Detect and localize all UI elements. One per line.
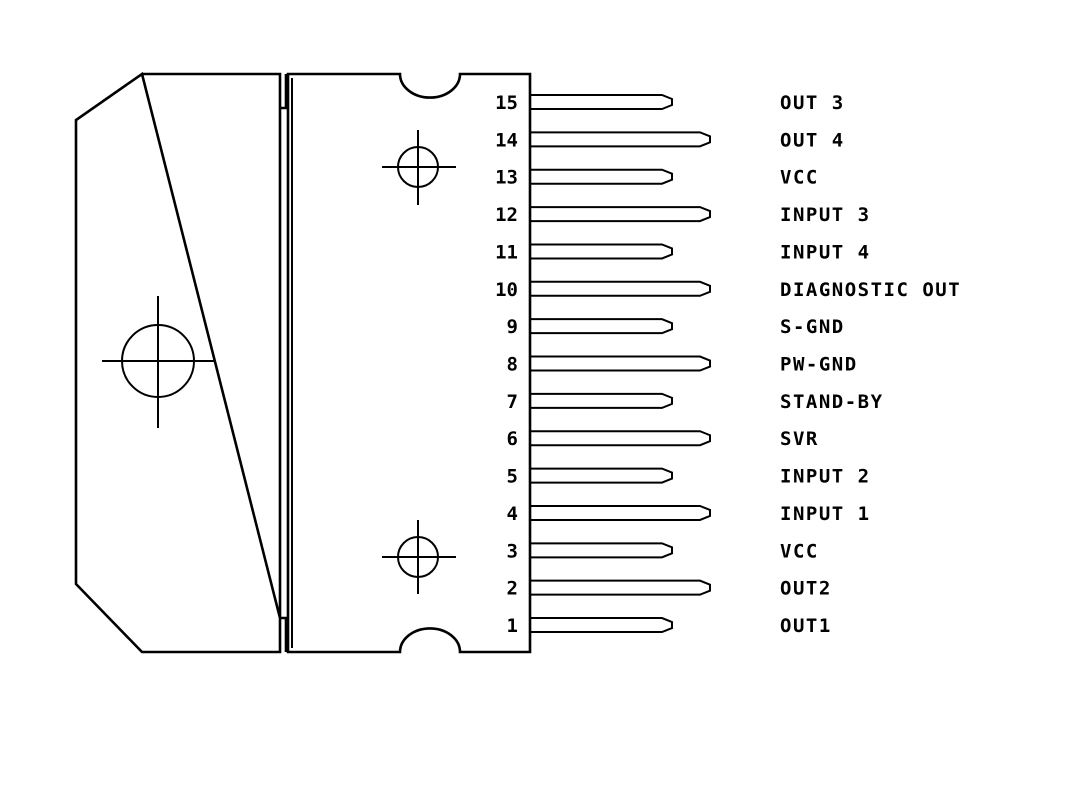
pin-3: 3 VCC (507, 540, 819, 562)
pin-10: 10 DIAGNOSTIC OUT (495, 279, 961, 301)
pin-number: 4 (507, 503, 518, 525)
mounting-hole-heatsink-icon (102, 296, 214, 428)
pin-number: 9 (507, 316, 518, 338)
pin-number: 5 (507, 466, 518, 488)
pin-1: 1 OUT1 (507, 615, 832, 637)
pin-label: OUT2 (780, 578, 832, 600)
pin-label: PW-GND (780, 354, 858, 376)
pin-9: 9 S-GND (507, 316, 845, 338)
pin-7: 7 STAND-BY (507, 391, 884, 413)
pin-5: 5 INPUT 2 (507, 466, 871, 488)
pin-12: 12 INPUT 3 (495, 204, 871, 226)
pin-lead (530, 280, 711, 297)
pin-lead (530, 243, 673, 260)
pin-lead (530, 355, 711, 372)
pin-lead (530, 131, 711, 148)
pin-lead (530, 318, 673, 335)
pin-14: 14 OUT 4 (495, 129, 845, 151)
pin-number: 1 (507, 615, 518, 637)
pin-lead (530, 94, 673, 110)
pin-label: OUT 4 (780, 129, 845, 151)
pin-lead (530, 168, 673, 185)
pin-lead (530, 579, 711, 596)
pin-lead (530, 504, 711, 521)
pin-number: 10 (495, 279, 518, 301)
mounting-hole-upper-icon (382, 130, 456, 205)
pin-label: VCC (780, 167, 819, 189)
pin-label: INPUT 1 (780, 503, 871, 525)
pin-number: 14 (495, 129, 518, 151)
pin-lead (530, 392, 673, 409)
mounting-hole-lower-icon (382, 520, 456, 594)
pin-6: 6 SVR (507, 428, 819, 450)
pin-label: DIAGNOSTIC OUT (780, 279, 961, 301)
pin-13: 13 VCC (495, 167, 819, 189)
pin-lead (530, 206, 711, 223)
pin-label: VCC (780, 540, 819, 562)
pin-8: 8 PW-GND (507, 354, 858, 376)
pin-label: STAND-BY (780, 391, 884, 413)
pin-lead (530, 542, 673, 559)
pin-4: 4 INPUT 1 (507, 503, 871, 525)
pin-number: 7 (507, 391, 518, 413)
pin-2: 2 OUT2 (507, 578, 832, 600)
pin-lead (530, 617, 673, 634)
pin-label: INPUT 4 (780, 241, 871, 263)
pin-number: 8 (507, 354, 518, 376)
pin-lead (530, 467, 673, 484)
pin-number: 15 (495, 92, 518, 114)
pin-number: 2 (507, 578, 518, 600)
pin-label: SVR (780, 428, 819, 450)
pin-number: 6 (507, 428, 518, 450)
pin-number: 12 (495, 204, 518, 226)
package-body (286, 72, 532, 654)
pin-label: OUT 3 (780, 92, 845, 114)
pin-label: INPUT 2 (780, 466, 871, 488)
pin-11: 11 INPUT 4 (495, 241, 871, 263)
pin-label: INPUT 3 (780, 204, 871, 226)
pin-15: 15 OUT 3 (495, 92, 845, 114)
pin-lead (530, 430, 711, 447)
pin-label: OUT1 (780, 615, 832, 637)
pin-number: 3 (507, 540, 518, 562)
pin-label: S-GND (780, 316, 845, 338)
pin-number: 13 (495, 167, 518, 189)
pin-number: 11 (495, 241, 518, 263)
heatsink-tab (74, 71, 288, 654)
